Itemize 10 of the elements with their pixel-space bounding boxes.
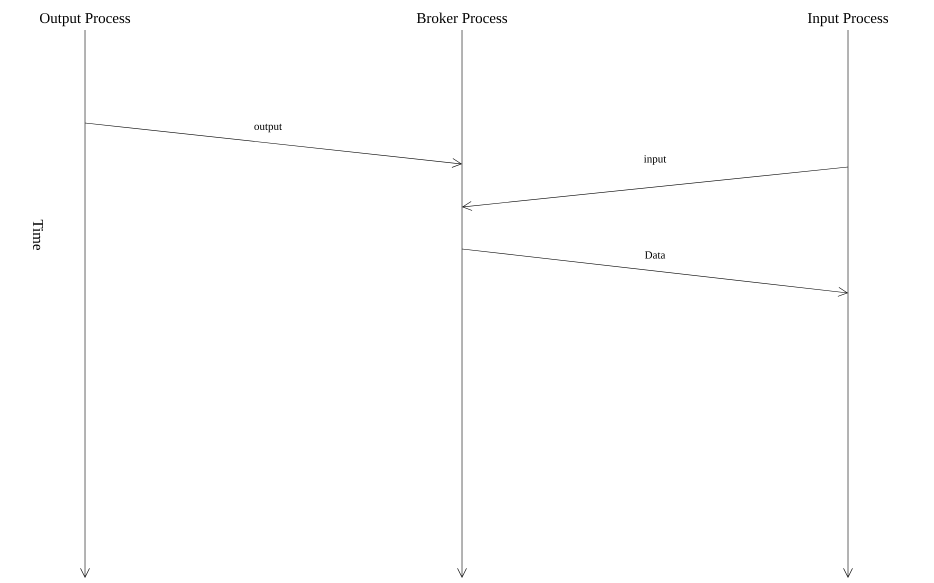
message-arrow: [462, 166, 848, 211]
process-heading: Broker Process: [416, 12, 508, 24]
edge-label: output: [252, 122, 284, 134]
process-heading: Output Process: [40, 13, 130, 26]
axis-label: Time: [32, 220, 44, 250]
message-arrow: [84, 122, 462, 168]
message-arrow: [462, 248, 848, 297]
edge-label: Data: [644, 250, 666, 260]
process-heading: Input Process: [808, 13, 888, 26]
edge-label: input: [642, 154, 668, 166]
